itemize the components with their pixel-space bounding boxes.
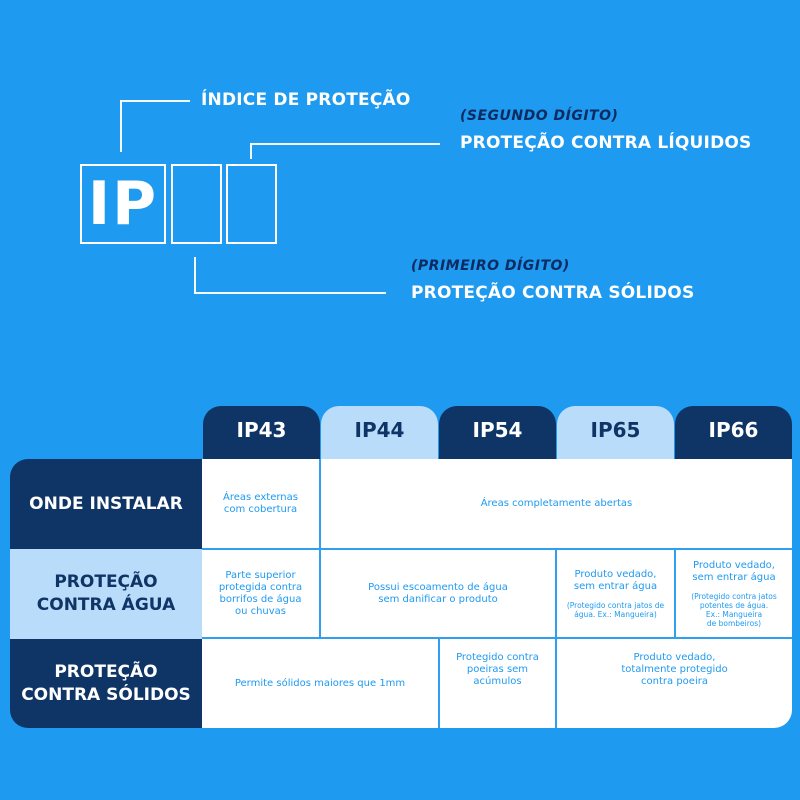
cell-note-text: (Protegido contra jatos de <box>566 600 665 610</box>
column-divider <box>555 637 557 728</box>
column-divider <box>674 548 676 637</box>
row-header-solids-line1: PROTEÇÃO <box>54 661 158 682</box>
first-digit-connector-vertical <box>194 257 196 294</box>
cell-text: poeiras sem <box>466 663 529 675</box>
cell-water-ip65: Produto vedado, sem entrar água (Protegi… <box>557 550 674 637</box>
row-divider <box>202 637 792 639</box>
column-divider <box>438 637 440 728</box>
cell-text: Possui escoamento de água <box>368 581 508 593</box>
row-header-water-line2: CONTRA ÁGUA <box>36 595 176 615</box>
cell-text: contra poeira <box>641 675 708 687</box>
cell-solids-ip65-ip66: Produto vedado, totalmente protegido con… <box>557 639 792 728</box>
row-header-water-line1: PROTEÇÃO <box>54 572 158 592</box>
index-connector-horizontal <box>120 100 190 102</box>
column-ip66: IP66 <box>675 406 792 462</box>
cell-solids-ip54: Protegido contra poeiras sem acúmulos <box>440 639 555 728</box>
row-divider <box>202 548 792 550</box>
row-header-solids-line2: CONTRA SÓLIDOS <box>21 684 191 705</box>
cell-text: Parte superior <box>225 569 296 581</box>
ip-box <box>80 164 166 244</box>
first-digit-connector-horizontal <box>194 292 386 294</box>
cell-text: Produto vedado, <box>693 559 775 571</box>
cell-text: com cobertura <box>223 503 298 515</box>
cell-note: (Protegido contra jatos de água. Ex.: Ma… <box>567 601 664 619</box>
cell-text: protegida contra <box>218 581 303 593</box>
second-digit-title: PROTEÇÃO CONTRA LÍQUIDOS <box>460 133 752 153</box>
second-digit-box <box>226 164 277 244</box>
cell-water-ip66: Produto vedado, sem entrar água (Protegi… <box>676 550 792 637</box>
cell-text: Áreas externas <box>223 491 298 503</box>
cell-text: acúmulos <box>473 675 522 687</box>
column-divider <box>555 548 557 637</box>
cell-text: Protegido contra <box>456 651 539 663</box>
row-header-install-label: ONDE INSTALAR <box>29 493 183 514</box>
cell-install-ip43: Áreas externas com cobertura <box>202 459 319 548</box>
column-ip44: IP44 <box>321 406 438 462</box>
cell-water-ip43: Parte superior protegida contra borrifos… <box>202 550 319 637</box>
cell-note: (Protegido contra jatos potentes de água… <box>691 592 777 628</box>
row-header-solids: PROTEÇÃO CONTRA SÓLIDOS <box>10 639 220 728</box>
cell-text: totalmente protegido <box>621 663 728 675</box>
ip-label: IP <box>87 169 159 239</box>
cell-text: Produto vedado, <box>574 568 657 580</box>
cell-text: Áreas completamente abertas <box>480 497 633 509</box>
second-digit-connector-vertical <box>250 143 252 159</box>
table-body: Áreas externas com cobertura Áreas compl… <box>202 459 792 728</box>
cell-text: sem entrar água <box>692 571 776 583</box>
column-ip65: IP65 <box>557 406 674 462</box>
row-header-install: ONDE INSTALAR <box>10 459 220 549</box>
cell-text: ou chuvas <box>234 605 287 617</box>
cell-text: sem entrar água <box>573 580 658 592</box>
cell-note-text: Ex.: Mangueira <box>705 609 763 619</box>
cell-water-ip44-ip54: Possui escoamento de água sem danificar … <box>321 550 555 637</box>
cell-solids-ip43-ip44: Permite sólidos maiores que 1mm <box>202 639 438 728</box>
second-digit-sub: (SEGUNDO DÍGITO) <box>460 108 619 124</box>
cell-note-text: de bombeiros) <box>706 618 762 628</box>
cell-text: Permite sólidos maiores que 1mm <box>234 677 406 689</box>
cell-text: sem danificar o produto <box>378 593 498 605</box>
second-digit-connector-horizontal <box>250 143 440 145</box>
first-digit-box <box>171 164 222 244</box>
first-digit-title: PROTEÇÃO CONTRA SÓLIDOS <box>411 283 695 303</box>
cell-text: Produto vedado, <box>633 651 716 663</box>
index-label: ÍNDICE DE PROTEÇÃO <box>201 90 411 110</box>
row-header-water: PROTEÇÃO CONTRA ÁGUA <box>10 549 220 639</box>
column-ip54: IP54 <box>439 406 556 462</box>
cell-note-text: (Protegido contra jatos <box>691 591 777 601</box>
cell-note-text: potentes de água. <box>699 600 769 610</box>
cell-text: borrifos de água <box>219 593 302 605</box>
index-connector-vertical <box>120 100 122 152</box>
cell-install-ip44-ip66: Áreas completamente abertas <box>321 459 792 548</box>
first-digit-sub: (PRIMEIRO DÍGITO) <box>411 258 570 274</box>
column-ip43: IP43 <box>203 406 320 462</box>
column-divider <box>319 459 321 637</box>
cell-note-text: água. Ex.: Mangueira) <box>574 609 657 619</box>
